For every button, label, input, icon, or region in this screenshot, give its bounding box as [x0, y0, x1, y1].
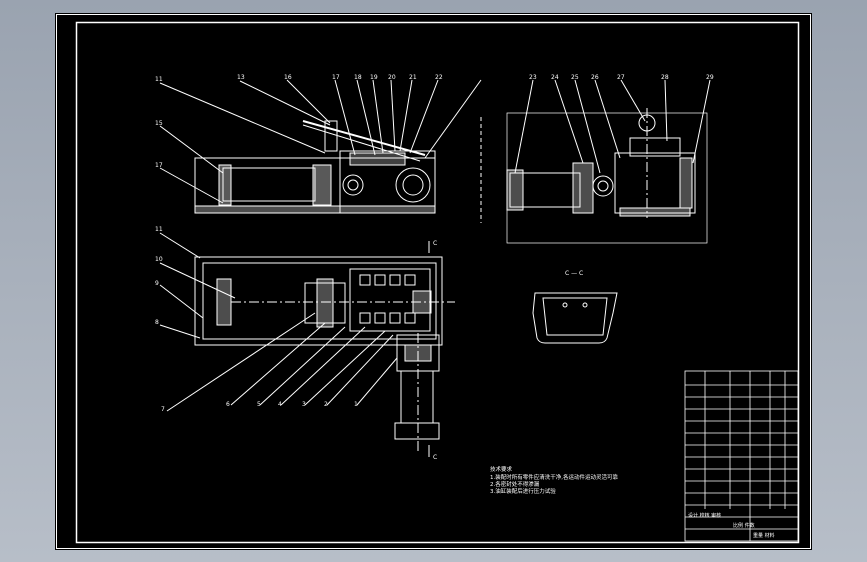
balloon: 10 [155, 256, 163, 263]
section-label: C — C [565, 270, 583, 277]
balloon: 21 [409, 74, 417, 81]
balloon-labels: 11 13 16 17 18 19 20 21 22 15 17 11 10 9… [155, 74, 714, 461]
title-block [684, 370, 799, 542]
balloon: 23 [529, 74, 537, 81]
sheet-outer-border [56, 14, 811, 549]
side-view [506, 79, 711, 244]
title-block-text: 设计 校核 审核 比例 件数 重量 材料 [688, 512, 775, 539]
balloon: 9 [155, 280, 159, 287]
balloon: 17 [155, 162, 163, 169]
balloon: 7 [161, 406, 165, 413]
balloon: 11 [155, 76, 163, 83]
balloon: 18 [354, 74, 362, 81]
drawing-sheet[interactable]: 11 13 16 17 18 19 20 21 22 15 17 11 10 9… [55, 13, 812, 550]
front-view [159, 79, 482, 223]
balloon: 16 [284, 74, 292, 81]
balloon: 4 [278, 401, 282, 408]
technical-notes: 技术要求 1.装配时所有零件应清洗干净,各运动件运动灵活可靠 2.各密封处不得渗… [490, 465, 618, 495]
balloon: 25 [571, 74, 579, 81]
balloon: 5 [257, 401, 261, 408]
title-block-cell: 比例 件数 [733, 522, 755, 529]
balloon: 1 [354, 401, 358, 408]
balloon: 8 [155, 319, 159, 326]
balloon: 27 [617, 74, 625, 81]
section-mark-top: C [433, 240, 437, 247]
balloon: 15 [155, 120, 163, 127]
balloon: 13 [237, 74, 245, 81]
balloon: 29 [706, 74, 714, 81]
balloon: 20 [388, 74, 396, 81]
balloon: 6 [226, 401, 230, 408]
balloon: 22 [435, 74, 443, 81]
section-view [532, 292, 618, 344]
balloon: 26 [591, 74, 599, 81]
note-line: 3.油缸装配后进行压力试验 [490, 487, 556, 495]
notes-title: 技术要求 [490, 465, 513, 473]
title-block-cell: 重量 材料 [753, 532, 775, 539]
note-line: 1.装配时所有零件应清洗干净,各运动件运动灵活可靠 [490, 473, 618, 481]
assembly-drawing: 11 13 16 17 18 19 20 21 22 15 17 11 10 9… [56, 14, 811, 549]
balloon: 28 [661, 74, 669, 81]
section-mark-bottom: C [433, 454, 437, 461]
plan-view [159, 232, 455, 457]
title-block-cell: 设计 校核 审核 [688, 512, 721, 519]
plan-frame [194, 256, 443, 346]
note-line: 2.各密封处不得渗漏 [490, 480, 540, 488]
balloon: 2 [324, 401, 328, 408]
balloon: 11 [155, 226, 163, 233]
balloon: 3 [302, 401, 306, 408]
balloon: 19 [370, 74, 378, 81]
balloon: 17 [332, 74, 340, 81]
sheet-inner-border [75, 21, 800, 544]
balloon: 24 [551, 74, 559, 81]
